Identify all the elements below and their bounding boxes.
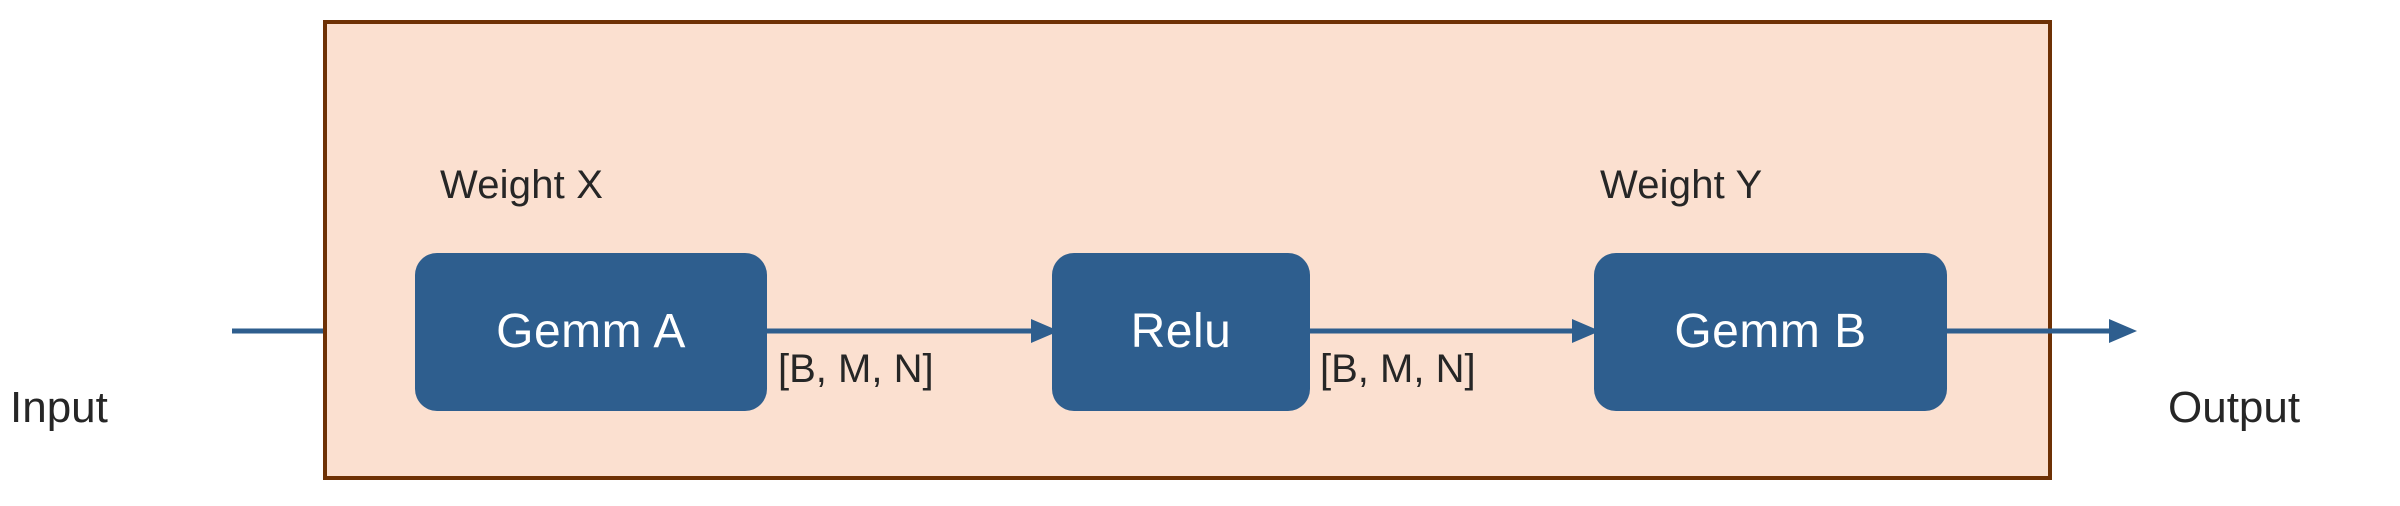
arrow-gemm-b-to-output bbox=[1947, 318, 2137, 344]
node-gemm-a[interactable]: Gemm A bbox=[415, 253, 767, 411]
node-relu[interactable]: Relu bbox=[1052, 253, 1310, 411]
input-name: Input bbox=[10, 383, 108, 432]
arrow-gemm-b-to-output-icon bbox=[1947, 319, 2137, 343]
node-gemm-b[interactable]: Gemm B bbox=[1594, 253, 1947, 411]
edge-label-relu-to-gemm-b: [B, M, N] bbox=[1320, 347, 1476, 391]
node-gemm-b-label: Gemm B bbox=[1674, 305, 1867, 358]
output-label: Output [B, P, N] bbox=[2168, 268, 2326, 506]
node-gemm-a-label: Gemm A bbox=[496, 305, 686, 358]
arrow-relu-to-gemm-b bbox=[1310, 318, 1600, 344]
node-relu-label: Relu bbox=[1130, 305, 1232, 358]
edge-label-gemm-a-to-relu: [B, M, N] bbox=[778, 347, 934, 391]
output-name: Output bbox=[2168, 383, 2301, 432]
input-label: Input [B, K, N] bbox=[10, 268, 174, 506]
weight-x-name: Weight X bbox=[440, 163, 604, 207]
weight-y-name: Weight Y bbox=[1600, 163, 1763, 207]
arrow-relu-to-gemm-b-icon bbox=[1310, 319, 1600, 343]
arrow-gemm-a-to-relu-icon bbox=[767, 319, 1059, 343]
arrow-gemm-a-to-relu bbox=[767, 318, 1059, 344]
